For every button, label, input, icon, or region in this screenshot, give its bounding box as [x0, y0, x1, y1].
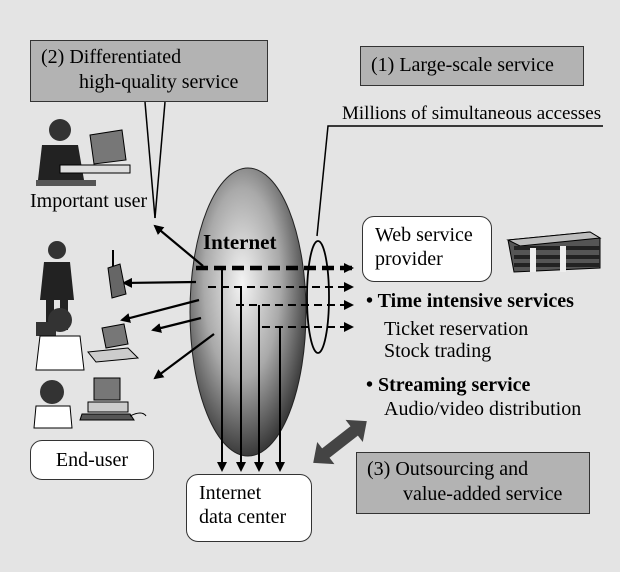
building-icon: [506, 231, 602, 273]
desktop-computer-icon: [79, 377, 147, 421]
web-service-line1: Web service: [375, 224, 473, 246]
time-intensive-text: Time intensive services: [377, 290, 574, 312]
callout-outsourcing-line2: value-added service: [403, 483, 563, 505]
time-intensive-bullet: •: [366, 290, 374, 312]
callout-outsourcing-line1: (3) Outsourcing and: [367, 458, 529, 480]
arrow-important-user: [153, 224, 204, 267]
audio-video-label: Audio/video distribution: [384, 398, 582, 420]
arrow-user-2: [122, 277, 197, 288]
callout2-pointer: [144, 101, 156, 219]
important-user-label: Important user: [30, 190, 148, 212]
end-user-node: End-user: [30, 440, 154, 480]
callout-large-scale-text: (1) Large-scale service: [371, 54, 554, 76]
laptop-icon: [87, 323, 140, 363]
web-service-line2: provider: [375, 248, 443, 270]
millions-pointer: [316, 125, 603, 237]
data-center-line1: Internet: [199, 482, 262, 504]
stock-label: Stock trading: [384, 340, 492, 362]
businessman-laptop-icon: [36, 119, 131, 186]
ticket-label: Ticket reservation: [384, 318, 529, 340]
boy-icon: [33, 380, 73, 429]
web-service-node: Web service provider: [362, 216, 492, 282]
callout-outsourcing: (3) Outsourcing and value-added service: [356, 452, 590, 514]
callout2-pointer-b: [154, 101, 166, 219]
data-center-node: Internet data center: [186, 474, 312, 542]
streaming-heading: • Streaming service: [366, 374, 530, 396]
streaming-text: Streaming service: [378, 374, 531, 396]
arrow-user-5: [153, 333, 215, 380]
woman-icon: [35, 308, 85, 371]
callout-differentiated: (2) Differentiated high-quality service: [30, 40, 268, 102]
callout-large-scale: (1) Large-scale service: [360, 46, 584, 86]
arrow-user-3: [120, 298, 200, 323]
arrow-user-4: [151, 316, 202, 333]
end-user-text: End-user: [55, 449, 129, 471]
millions-label: Millions of simultaneous accesses: [342, 103, 602, 124]
callout-differentiated-line2: high-quality service: [79, 71, 239, 93]
time-intensive-heading: • Time intensive services: [366, 290, 574, 312]
access-ring: [306, 240, 330, 354]
data-center-line2: data center: [199, 506, 287, 528]
internet-label: Internet: [203, 230, 277, 254]
internet-globe: [189, 167, 307, 457]
double-arrow-icon: [313, 419, 367, 465]
mobile-phone-icon: [107, 250, 127, 299]
callout-differentiated-line1: (2) Differentiated: [41, 46, 182, 68]
streaming-bullet: •: [366, 374, 374, 396]
